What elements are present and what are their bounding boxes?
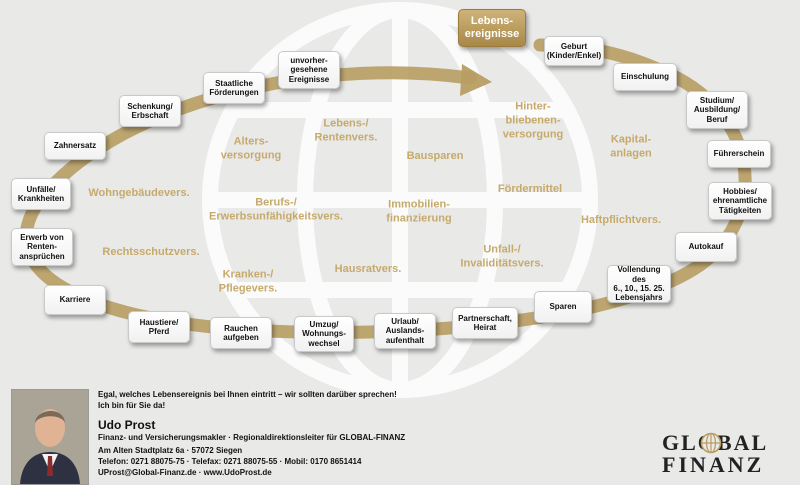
insurance-label-berufsunfaehigkeit: Berufs-/ Erwerbsunfähigkeitsvers.	[209, 196, 343, 222]
event-card-lebensereignisse: Lebens- ereignisse	[458, 9, 526, 47]
event-card-hobbies: Hobbies/ ehrenamtliche Tätigkeiten	[708, 182, 772, 220]
logo-globe-icon	[700, 432, 722, 454]
advisor-address: Am Alten Stadtplatz 6a · 57072 Siegen	[98, 446, 243, 455]
event-card-unvorhergesehen: unvorher- gesehene Ereignisse	[278, 51, 340, 89]
event-card-schenkung: Schenkung/ Erbschaft	[119, 95, 181, 127]
footer-tagline-2: Ich bin für Sie da!	[98, 401, 166, 410]
insurance-label-hinterbliebenenversorgung: Hinter- bliebenen- versorgung	[502, 100, 564, 140]
ring-arrow-head	[460, 64, 492, 96]
event-card-erwerb: Erwerb von Renten- ansprüchen	[11, 228, 73, 266]
event-card-vollendung: Vollendung des 6., 10., 15. 25. Lebensja…	[607, 265, 671, 303]
event-card-zahnersatz: Zahnersatz	[44, 132, 106, 160]
footer-tagline-1: Egal, welches Lebensereignis bei Ihnen e…	[98, 390, 397, 399]
advisor-photo	[11, 389, 89, 485]
insurance-label-lebensversicherung: Lebens-/ Rentenvers.	[314, 117, 378, 143]
event-card-fuehrerschein: Führerschein	[707, 140, 771, 168]
insurance-label-immobilienfinanzierung: Immobilien- finanzierung	[386, 198, 452, 224]
insurance-label-rechtsschutz: Rechtsschutzvers.	[102, 246, 200, 259]
insurance-label-bausparen: Bausparen	[406, 150, 464, 163]
event-card-staatliche: Staatliche Förderungen	[203, 72, 265, 104]
insurance-label-wohngebaeude: Wohngebäudevers.	[88, 187, 190, 200]
event-card-karriere: Karriere	[44, 285, 106, 315]
event-card-autokauf: Autokauf	[675, 232, 737, 262]
advisor-portrait-icon	[12, 390, 88, 484]
insurance-label-haftpflicht: Haftpflichtvers.	[580, 214, 662, 227]
insurance-label-unfall: Unfall-/ Invaliditätsvers.	[460, 243, 544, 269]
advisor-footer: Egal, welches Lebensereignis bei Ihnen e…	[0, 386, 800, 485]
logo-line-finanz: FINANZ	[662, 452, 765, 477]
event-card-unfaelle: Unfälle/ Krankheiten	[11, 178, 71, 210]
insurance-label-kranken: Kranken-/ Pflegevers.	[218, 268, 278, 294]
event-card-rauchen: Rauchen aufgeben	[210, 317, 272, 349]
insurance-label-kapitalanlagen: Kapital- anlagen	[610, 133, 652, 159]
event-card-sparen: Sparen	[534, 291, 592, 323]
advisor-email-web: UProst@Global-Finanz.de · www.UdoProst.d…	[98, 468, 272, 477]
insurance-label-hausrat: Hausratvers.	[334, 263, 402, 276]
event-card-studium: Studium/ Ausbildung/ Beruf	[686, 91, 748, 129]
event-card-umzug: Umzug/ Wohnungs- wechsel	[294, 316, 354, 352]
global-finanz-logo: GLOBAL FINANZ	[662, 430, 782, 480]
event-card-urlaub: Urlaub/ Auslands- aufenthalt	[374, 313, 436, 349]
insurance-label-foerdermittel: Fördermittel	[497, 183, 563, 196]
event-card-geburt: Geburt (Kinder/Enkel)	[544, 36, 604, 66]
advisor-role: Finanz- und Versicherungsmakler · Region…	[98, 433, 406, 442]
advisor-phone: Telefon: 0271 88075-75 · Telefax: 0271 8…	[98, 457, 362, 466]
event-card-einschulung: Einschulung	[613, 63, 677, 91]
insurance-label-altersversorgung: Alters- versorgung	[220, 135, 282, 161]
event-card-haustiere: Haustiere/ Pferd	[128, 311, 190, 343]
event-card-partnerschaft: Partnerschaft, Heirat	[452, 307, 518, 339]
advisor-name: Udo Prost	[98, 418, 156, 432]
